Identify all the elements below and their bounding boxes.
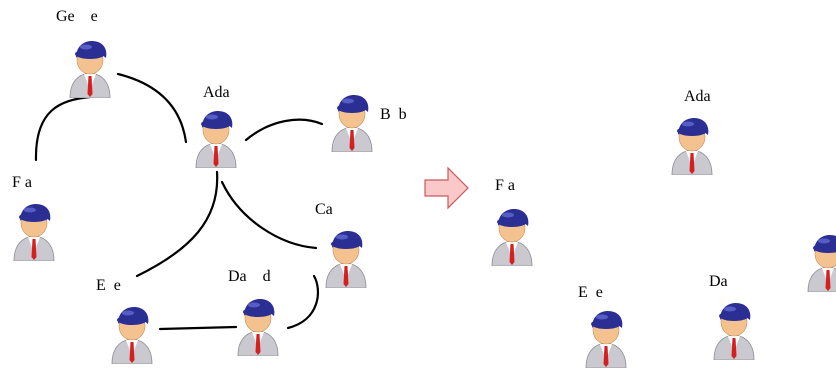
node-ada-right — [671, 117, 713, 175]
label-fa-right: F a — [495, 177, 515, 194]
label-dad: Da d — [228, 268, 271, 285]
edge-george-fa — [34, 95, 92, 162]
label-george: Ge e — [56, 8, 98, 25]
label-ada: Ada — [203, 84, 230, 101]
label-ee-right: E e — [578, 284, 603, 301]
node-fa — [13, 203, 55, 261]
person-icon — [331, 94, 373, 152]
edge-ada-ca — [220, 180, 318, 250]
person-icon — [671, 117, 713, 175]
node-bob — [331, 94, 373, 152]
label-ee: E e — [96, 277, 121, 294]
label-ca: Ca — [315, 201, 333, 218]
person-icon — [713, 302, 755, 360]
label-ada-right: Ada — [684, 88, 711, 105]
person-icon — [237, 298, 279, 356]
edge-ee-dad — [158, 325, 238, 331]
node-ee-right — [585, 310, 627, 368]
node-ee — [111, 306, 153, 364]
person-icon — [13, 203, 55, 261]
node-da-right — [713, 302, 755, 360]
edge-ada-ee — [135, 170, 219, 278]
edge-ada-bob — [244, 118, 324, 142]
label-bob: B b — [380, 106, 407, 123]
person-icon — [585, 310, 627, 368]
person-icon — [325, 230, 367, 288]
person-icon — [69, 40, 111, 98]
edge-ca-dad — [286, 274, 320, 330]
label-da-right: Da — [709, 273, 728, 290]
person-icon — [195, 110, 237, 168]
person-icon — [807, 234, 836, 292]
node-fa-right — [491, 208, 533, 266]
node-ada — [195, 110, 237, 168]
edge-george-ada — [116, 72, 188, 144]
label-fa: F a — [12, 174, 32, 191]
right-arrow-icon — [424, 166, 469, 210]
node-george — [69, 40, 111, 98]
node-dad — [237, 298, 279, 356]
person-icon — [111, 306, 153, 364]
person-icon — [491, 208, 533, 266]
node-ca — [325, 230, 367, 288]
node-ca-right-partial — [807, 234, 836, 292]
